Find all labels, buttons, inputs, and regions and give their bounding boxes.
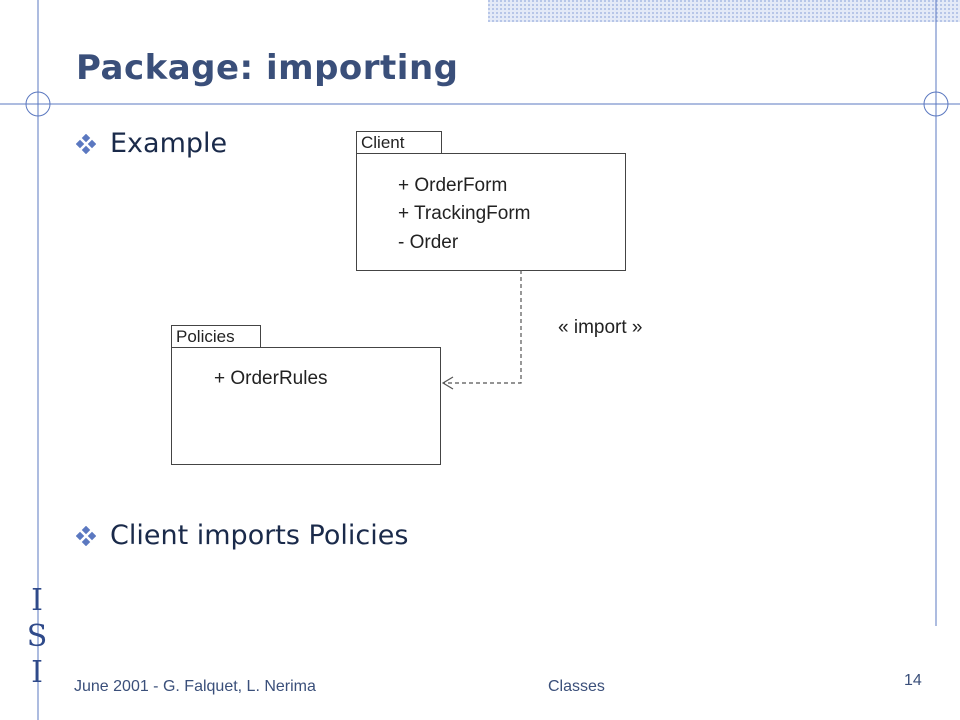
policies-package-tab: Policies (171, 325, 261, 348)
import-stereotype-label: « import » (558, 317, 643, 338)
policies-package-body (171, 347, 441, 465)
slide-title: Package: importing (76, 48, 459, 88)
corner-circle-right (923, 91, 949, 117)
client-member: + OrderForm (398, 175, 508, 196)
policies-member: + OrderRules (214, 368, 328, 389)
corner-band (488, 0, 960, 22)
page-number: 14 (904, 672, 922, 689)
client-package-body (356, 153, 626, 271)
bullet-text: Example (110, 128, 228, 159)
isi-logo-letter: I (31, 583, 43, 618)
footer-authors: June 2001 - G. Falquet, L. Nerima (74, 678, 316, 695)
diamond-bullet-icon (76, 133, 96, 154)
isi-logo-letter: S (26, 619, 48, 654)
bullet-text: Client imports Policies (110, 520, 409, 551)
bullet-item-example: Example (76, 128, 227, 159)
bullet-item-client-imports: Client imports Policies (76, 520, 408, 551)
client-member: + TrackingForm (398, 203, 531, 224)
client-package-tab: Client (356, 131, 442, 154)
diamond-bullet-icon (76, 525, 96, 546)
client-member: - Order (398, 232, 459, 253)
isi-logo-letter: I (31, 655, 43, 690)
footer-section: Classes (548, 678, 605, 695)
corner-circle-left (25, 91, 51, 117)
